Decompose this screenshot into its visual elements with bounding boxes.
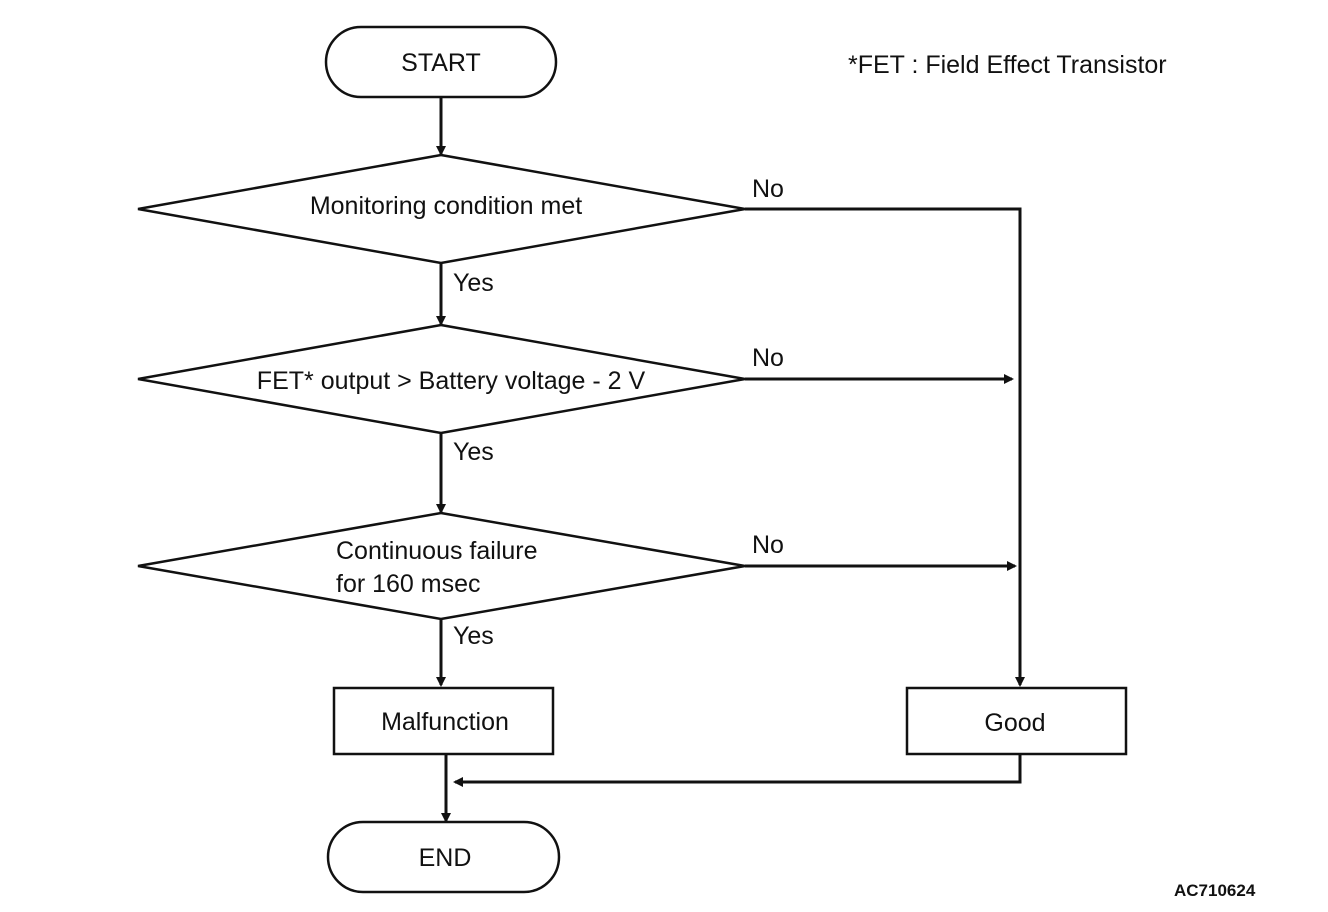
decision-continuous-diamond	[137, 511, 746, 621]
decision-continuous-label-line2: for 160 msec	[336, 570, 481, 598]
yes-label-fet: Yes	[453, 438, 494, 466]
malfunction-label: Malfunction	[381, 708, 509, 736]
yes-label-monitoring: Yes	[453, 269, 494, 297]
no-label-fet: No	[752, 344, 784, 372]
arrow-good-to-merge	[453, 754, 1022, 787]
start-label: START	[401, 49, 481, 77]
yes-label-continuous: Yes	[453, 622, 494, 650]
figure-code: AC710624	[1174, 881, 1256, 900]
footnote-fet: *FET : Field Effect Transistor	[848, 51, 1167, 79]
good-box	[905, 686, 1128, 756]
decision-fet-label: FET* output > Battery voltage - 2 V	[257, 367, 646, 395]
arrow-monitoring-no	[745, 207, 1025, 687]
no-label-continuous: No	[752, 531, 784, 559]
end-terminal	[326, 820, 561, 894]
good-label: Good	[984, 709, 1045, 737]
malfunction-box	[332, 686, 555, 756]
decision-continuous-label-line1: Continuous failure	[336, 537, 538, 565]
end-label: END	[419, 844, 472, 872]
decision-monitoring-label: Monitoring condition met	[310, 192, 582, 220]
no-label-monitoring: No	[752, 175, 784, 203]
